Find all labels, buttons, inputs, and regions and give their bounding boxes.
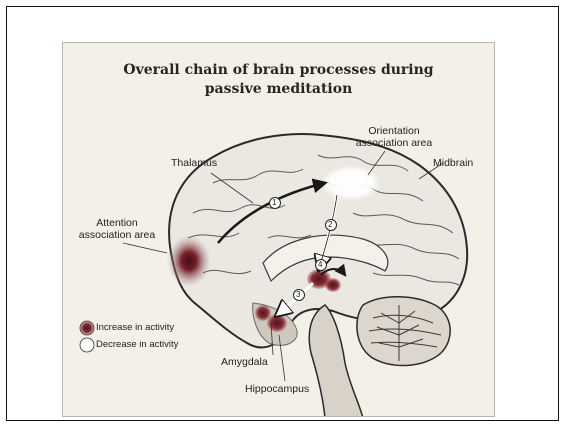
legend-increase-swatch bbox=[80, 321, 94, 335]
label-orientation-line2: association area bbox=[349, 137, 439, 149]
orientation-area-activity bbox=[321, 165, 381, 201]
label-attention-line1: Attention bbox=[67, 217, 167, 229]
amygdala-activity bbox=[255, 305, 271, 321]
legend-decrease-swatch bbox=[80, 338, 94, 352]
legend-increase-label: Increase in activity bbox=[96, 322, 174, 334]
label-amygdala: Amygdala bbox=[221, 356, 268, 368]
label-hippocampus: Hippocampus bbox=[245, 383, 309, 395]
step-number-3: 3 bbox=[296, 289, 300, 301]
brainstem bbox=[309, 305, 363, 417]
attention-area-activity bbox=[167, 235, 211, 287]
step-number-4: 4 bbox=[318, 259, 322, 271]
label-thalamus: Thalamus bbox=[171, 157, 217, 169]
label-attention-area: Attention association area bbox=[67, 217, 167, 241]
label-midbrain: Midbrain bbox=[433, 157, 473, 169]
label-attention-line2: association area bbox=[67, 229, 167, 241]
diagram-panel: Overall chain of brain processes during … bbox=[62, 42, 495, 417]
label-orientation-area: Orientation association area bbox=[349, 125, 439, 149]
step-number-2: 2 bbox=[328, 219, 332, 231]
legend-decrease-label: Decrease in activity bbox=[96, 339, 178, 351]
step-number-1: 1 bbox=[272, 197, 276, 209]
label-orientation-line1: Orientation bbox=[349, 125, 439, 137]
